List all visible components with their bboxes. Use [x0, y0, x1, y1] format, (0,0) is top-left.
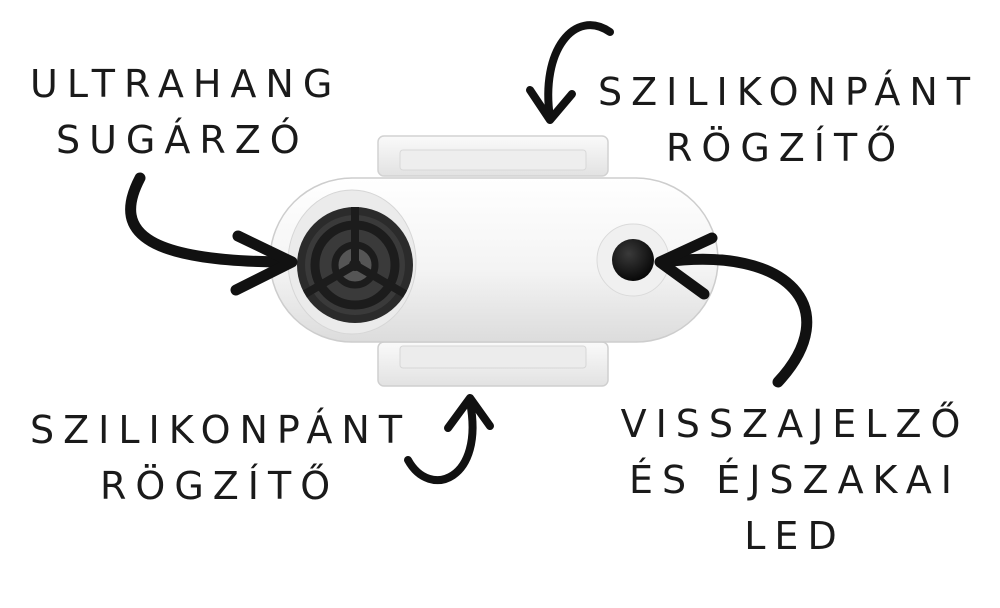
arrow-led — [654, 232, 813, 388]
label-line: RÖGZÍTŐ — [666, 126, 906, 170]
label-strap-bottom: SZILIKONPÁNT RÖGZÍTŐ — [30, 402, 411, 514]
ultrasonic-speaker-grille-icon — [297, 207, 413, 323]
arrow-strap-top — [526, 21, 614, 124]
label-line: ÉS ÉJSZAKAI — [628, 458, 962, 502]
strap-clip-bottom — [377, 341, 609, 387]
label-line: SZILIKONPÁNT — [598, 70, 980, 114]
label-ultrasonic-emitter: ULTRAHANG SUGÁRZÓ — [30, 56, 341, 168]
label-strap-top: SZILIKONPÁNT RÖGZÍTŐ — [598, 64, 979, 176]
led-indicator-icon — [612, 239, 654, 281]
arrow-emitter — [125, 172, 298, 296]
label-line: SZILIKONPÁNT — [30, 408, 412, 452]
label-line: ULTRAHANG — [30, 62, 342, 106]
label-line: LED — [744, 514, 846, 558]
label-line: SUGÁRZÓ — [56, 118, 309, 162]
label-line: VISSZAJELZŐ — [620, 402, 970, 446]
arrow-strap-bottom — [404, 394, 494, 484]
strap-clip-top — [377, 135, 609, 177]
label-led: VISSZAJELZŐ ÉS ÉJSZAKAI LED — [610, 396, 980, 564]
label-line: RÖGZÍTŐ — [100, 464, 340, 508]
